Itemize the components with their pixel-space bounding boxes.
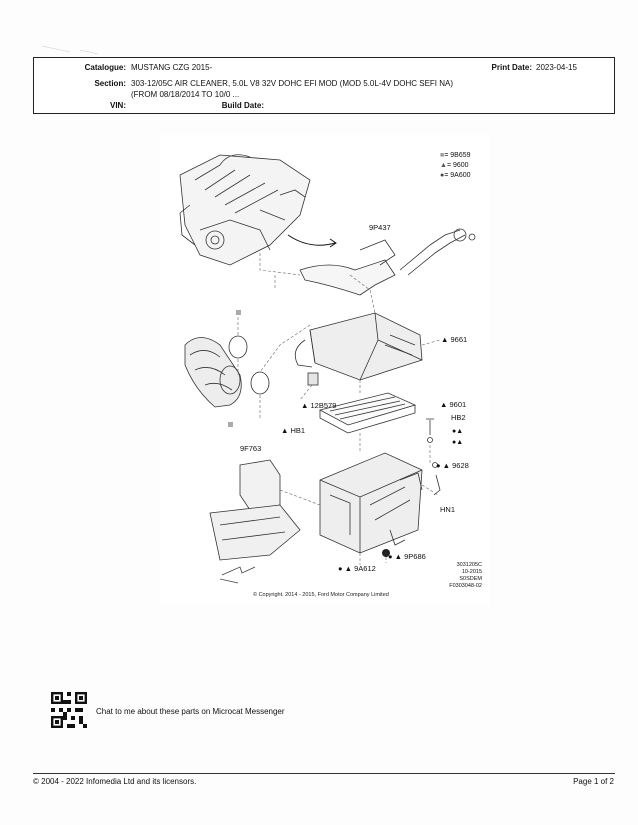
legend-square-icon: ■ (440, 152, 445, 159)
air-cleaner-housing (319, 452, 423, 554)
callout-symbols-1: ●▲ (452, 428, 464, 435)
callout-hn1[interactable]: HN1 (440, 505, 456, 514)
callout-hb2[interactable]: HB2 (451, 413, 466, 422)
callout-symbols-2: ●▲ (452, 439, 464, 446)
ref-line: 10-2015 (461, 569, 482, 575)
legend-text: = 9A600 (444, 172, 471, 179)
header-box: Catalogue: MUSTANG CZG 2015- Print Date:… (33, 57, 615, 114)
diagram-reference: 3031205C 10-2015 S0SDEM F0303048-02 (449, 562, 482, 590)
diagram-copyright: © Copyright. 2014 - 2015, Ford Motor Com… (253, 592, 389, 598)
parts-diagram: ■= 9B659 ▲= 9600 ●= 9A600 9P437 ▲ 9661 ▲… (160, 135, 490, 605)
footer-copyright: © 2004 - 2022 Infomedia Ltd and its lice… (33, 777, 197, 786)
filter-element (318, 392, 417, 434)
ref-line: 3031205C (456, 562, 482, 568)
ref-line: S0SDEM (459, 576, 482, 582)
scan-mark (41, 45, 99, 55)
legend-text: = 9B659 (444, 152, 471, 159)
footer-divider (33, 773, 615, 774)
callout-9f763[interactable]: 9F763 (240, 444, 262, 453)
legend-item-9b659: ■= 9B659 (440, 152, 471, 159)
callout-hb1[interactable]: ▲ HB1 (281, 426, 306, 435)
legend-circle-icon: ● (440, 172, 445, 179)
catalogue-value: MUSTANG CZG 2015- (131, 63, 213, 72)
callout-9601[interactable]: ▲ 9601 (440, 400, 467, 409)
section-line-2: (FROM 08/18/2014 TO 10/0 ... (131, 90, 240, 99)
callout-9661[interactable]: ▲ 9661 (441, 335, 468, 344)
vin-label: VIN: (110, 101, 126, 110)
legend-triangle-icon: ▲ (440, 162, 447, 169)
qr-code-icon[interactable] (51, 692, 87, 728)
page-number: Page 1 of 2 (573, 777, 614, 786)
air-cleaner-lid (294, 312, 423, 381)
duct-9p437 (299, 228, 476, 296)
intake-tube (184, 337, 242, 427)
callout-9p437[interactable]: 9P437 (369, 223, 391, 232)
chat-link[interactable]: Chat to me about these parts on Microcat… (96, 707, 285, 716)
engine-illustration (179, 154, 311, 266)
section-label: Section: (94, 79, 126, 88)
section-line-1: 303-12/05C AIR CLEANER, 5.0L V8 32V DOHC… (131, 79, 454, 88)
catalogue-label: Catalogue: (84, 63, 126, 72)
callout-9p686[interactable]: ● ▲ 9P686 (388, 552, 426, 561)
callout-12b579[interactable]: ▲ 12B579 (301, 401, 337, 410)
legend-item-9600: ▲= 9600 (440, 162, 469, 169)
diagram-illustration (179, 154, 476, 584)
callout-9628[interactable]: ● ▲ 9628 (436, 461, 469, 470)
legend-item-9a600: ●= 9A600 (440, 172, 471, 179)
inlet-duct-9f763 (209, 459, 301, 561)
callout-9a612[interactable]: ● ▲ 9A612 (338, 564, 376, 573)
print-date-label: Print Date: (491, 63, 532, 72)
build-date-label: Build Date: (221, 101, 264, 110)
print-date-value: 2023-04-15 (536, 63, 577, 72)
legend-text: = 9600 (446, 162, 469, 169)
ref-line: F0303048-02 (449, 583, 482, 589)
